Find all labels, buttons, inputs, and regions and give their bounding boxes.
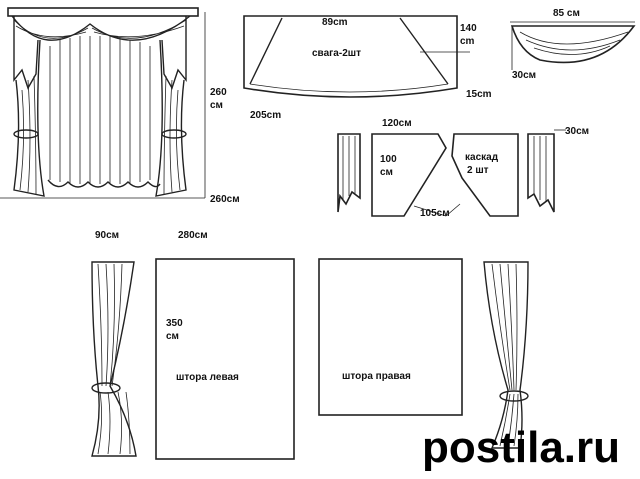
curtain-height-unit: см (210, 100, 223, 111)
tied-curtain-left (91, 261, 137, 457)
watermark-text: postila.ru (422, 423, 620, 472)
right-tieback (161, 129, 187, 139)
swag-right-edge (399, 17, 449, 85)
cascade-side-unit: см (380, 167, 393, 178)
half-swag-pattern (510, 21, 636, 70)
cascade-panel-right (451, 133, 519, 217)
tied-curtain-left-outline (91, 261, 137, 457)
cascade-top-label: 120см (382, 118, 412, 129)
swag-side-unit: cm (460, 36, 475, 47)
cascade-bottom-label: 105см (420, 208, 450, 219)
cascade-pattern (337, 129, 566, 217)
swag-top-label: 89cm (322, 17, 348, 28)
sheer-curtain (49, 36, 151, 184)
cascade-count: 2 шт (467, 165, 489, 176)
right-cascade-small (527, 133, 555, 213)
panel-right-label: штора правая (342, 371, 411, 382)
swag-bottom-label: 205cm (250, 110, 281, 121)
curtain-height-label: 260 (210, 87, 227, 98)
curtain-width-label: 260см (210, 194, 240, 205)
cascade-side-label: 100 (380, 154, 397, 165)
sheer-hem (47, 179, 161, 188)
right-cascade (161, 16, 187, 90)
swag-left-edge (249, 17, 283, 85)
swag-outline (243, 15, 458, 98)
left-cascade (13, 16, 39, 90)
tied-curtain-right-outline (483, 261, 529, 449)
panel-left-label: штора левая (176, 372, 239, 383)
swag-title: свага-2шт (312, 48, 361, 59)
swag-pattern (243, 15, 470, 98)
right-side-curtain (155, 39, 187, 197)
tied-curtain-right (483, 261, 529, 449)
pelmet-swag (11, 15, 191, 41)
panel-height-label: 350 (166, 318, 183, 329)
swag-drop-label: 15cm (466, 89, 492, 100)
panel-left (155, 258, 295, 460)
tied-left-tieback (91, 382, 121, 394)
cascade-title: каскад (465, 152, 499, 163)
half-swag-width-label: 85 см (553, 8, 580, 19)
panel-height-unit: см (166, 331, 179, 342)
curtain-illustration (0, 7, 206, 199)
swag-side-label: 140 (460, 23, 477, 34)
cascade-edge-label: 30см (565, 126, 589, 137)
cascade-panel-left (371, 133, 447, 217)
curtain-rod (7, 7, 199, 17)
half-swag-drop-label: 30см (512, 70, 536, 81)
left-side-curtain (13, 39, 45, 197)
tied-width-label: 90см (95, 230, 119, 241)
panel-right (318, 258, 463, 416)
left-tieback (13, 129, 39, 139)
panel-width-label: 280см (178, 230, 208, 241)
tied-right-tieback (499, 390, 529, 402)
